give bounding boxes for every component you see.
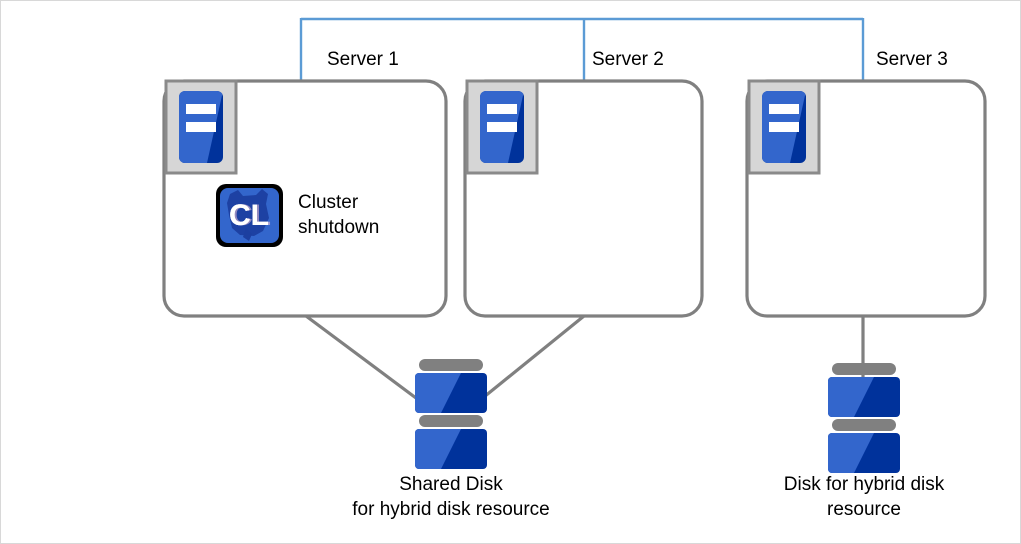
disk-stack-icon xyxy=(828,363,900,473)
cluster-shutdown-label-line2: shutdown xyxy=(298,217,380,238)
server-1-label: Server 1 xyxy=(327,49,399,70)
shared-disk-label-line2: for hybrid disk resource xyxy=(352,499,550,520)
server-3-label: Server 3 xyxy=(876,49,948,70)
server-2-label: Server 2 xyxy=(592,49,664,70)
cluster-shutdown-label-line1: Cluster xyxy=(298,192,359,213)
disk-stack-icon xyxy=(415,359,487,469)
cluster-bracket xyxy=(299,17,865,80)
hybrid-disk-label-line2: resource xyxy=(827,499,901,520)
svg-text:CL: CL xyxy=(229,199,269,232)
cluster-shutdown-icon[interactable]: CL CL CL xyxy=(216,184,283,247)
server-icon xyxy=(747,79,821,175)
server-icon xyxy=(164,79,238,175)
hybrid-disk-label-line1: Disk for hybrid disk xyxy=(783,474,945,495)
shared-disk-label-line1: Shared Disk xyxy=(399,474,503,495)
server-icon xyxy=(465,79,539,175)
connector-lines xyxy=(305,314,865,403)
cl-icon-text: CL xyxy=(229,199,269,232)
svg-text:CL: CL xyxy=(231,199,271,232)
